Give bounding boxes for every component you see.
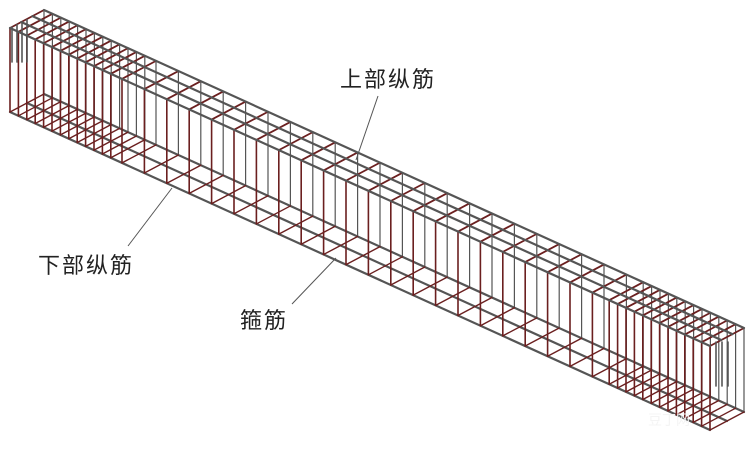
leader-line-bottom (127, 187, 173, 247)
stirrup-bottom-tie (457, 296, 493, 317)
top-longitudinal-bar (20, 20, 723, 342)
stirrup-bottom-tie (110, 139, 146, 159)
stirrup-bottom-tie (101, 135, 138, 155)
stirrup-top-tie (93, 47, 129, 68)
bottom-rebar-label: 下部纵筋 (38, 254, 135, 279)
stirrup-top-tie (569, 263, 605, 284)
leader-line-top (355, 95, 379, 161)
stirrup-top-tie (300, 141, 337, 162)
stirrup-bottom-tie (278, 215, 314, 235)
stirrup-top-tie (210, 100, 247, 121)
leader-line-stirrup (291, 257, 337, 305)
stirrup-top-tie (188, 90, 225, 111)
stirrup-top-tie (457, 212, 493, 233)
stirrup-top-tie (412, 192, 449, 213)
leader-lines (127, 95, 379, 305)
stirrup-top-tie (255, 121, 292, 141)
stirrup-bottom-tie (546, 337, 583, 357)
stirrup-bottom-tie (502, 317, 538, 337)
top-longitudinal-bar (31, 15, 734, 336)
stirrup-top-tie (633, 292, 670, 313)
stirrup-bottom-tie (700, 407, 737, 427)
stirrup-bottom-tie (166, 164, 202, 184)
bottom-longitudinal-bar (8, 110, 712, 432)
stirrup-top-tie (76, 39, 113, 60)
stirrup-bottom-tie (569, 347, 605, 368)
stirrup-top-tie (524, 243, 561, 263)
stirrup-bottom-tie (210, 184, 247, 205)
stirrup-bottom-tie (709, 411, 745, 431)
stirrup-top-tie (641, 296, 678, 317)
stirrup-top-tie (658, 304, 695, 325)
stirrup-bottom-tie (300, 225, 336, 245)
top-longitudinal-bar (42, 8, 746, 330)
stirrup-top-tie (165, 80, 202, 101)
stirrup-top-tie (389, 182, 426, 202)
stirrup-top-tie (42, 24, 79, 45)
stirrup-top-tie (233, 110, 269, 131)
stirrup-group (9, 9, 745, 431)
stirrup-top-tie (675, 311, 712, 332)
stirrup-bottom-tie (390, 266, 426, 286)
stirrup-top-tie (67, 35, 104, 56)
stirrup-top-tie (434, 202, 471, 223)
stirrup-bottom-tie (479, 306, 516, 327)
stirrup-bottom-tie (233, 195, 269, 215)
stirrup-top-tie (479, 222, 516, 243)
stirrup-top-tie (17, 12, 54, 33)
stirrup-top-tie (501, 232, 538, 253)
stirrup-top-tie (277, 131, 314, 152)
stirrup-label: 箍筋 (240, 309, 289, 334)
stirrup-bottom-tie (143, 154, 180, 174)
bottom-longitudinal-bar (42, 92, 746, 414)
stirrup-top-tie (667, 308, 703, 328)
stirrup-top-tie (608, 281, 645, 302)
stirrup-top-tie (345, 161, 381, 182)
stirrup-bottom-tie (188, 174, 224, 195)
stirrup-top-tie (101, 51, 138, 71)
stirrup-top-tie (25, 16, 62, 37)
top-longitudinal-bars (8, 8, 746, 387)
stirrup-top-tie (367, 171, 404, 192)
stirrup-top-tie (692, 319, 729, 340)
stirrup-bottom-tie (367, 256, 404, 276)
stirrup-top-tie (650, 300, 687, 321)
stirrup-bottom-tie (322, 235, 359, 256)
stirrup-top-tie (143, 70, 180, 90)
stirrup-bottom-tie (524, 327, 560, 347)
stirrup-top-tie (109, 54, 146, 75)
watermark-text: 豆丁网 (648, 413, 690, 429)
stirrup-top-tie (546, 253, 583, 274)
stirrup-top-tie (84, 43, 121, 64)
stirrup-top-tie (322, 151, 359, 172)
stirrup-top-tie (683, 315, 720, 336)
stirrup-top-tie (591, 273, 628, 294)
stirrup-top-tie (59, 31, 96, 52)
top-longitudinal-bar (8, 26, 712, 348)
stirrup-top-tie (700, 323, 737, 344)
stirrup-bottom-tie (434, 286, 471, 307)
stirrup-bottom-tie (121, 144, 157, 164)
stirrup-top-tie (616, 285, 653, 305)
stirrup-bottom-tie (412, 276, 448, 296)
stirrup-bottom-tie (345, 245, 381, 266)
stirrup-top-tie (34, 20, 71, 41)
stirrup-top-tie (625, 288, 661, 309)
stirrup-bottom-tie (255, 205, 292, 225)
stirrup-top-tie (121, 59, 157, 80)
stirrup-top-tie (51, 28, 87, 48)
top-rebar-label: 上部纵筋 (340, 68, 437, 93)
